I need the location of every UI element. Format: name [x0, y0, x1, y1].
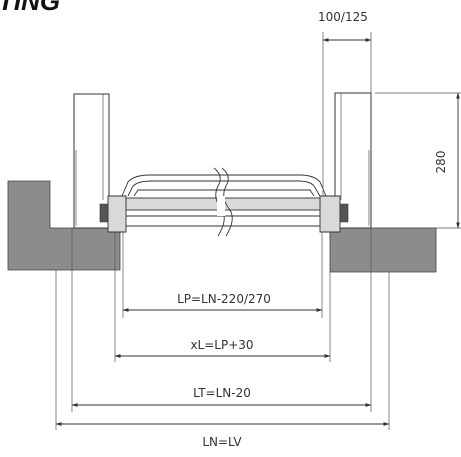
ln-label: LN=LV — [202, 435, 242, 449]
left-frame-profile — [107, 195, 127, 233]
right-frame-profile — [319, 195, 341, 233]
glazing-outer — [121, 174, 327, 197]
lp-label: LP=LN-220/270 — [177, 292, 271, 306]
break-mark — [213, 167, 225, 237]
right-wall — [329, 227, 437, 273]
xl-label: xL=LP+30 — [190, 338, 253, 352]
top-width-label: 100/125 — [318, 10, 368, 24]
height-label: 280 — [434, 151, 448, 174]
drawing-title: TING — [0, 0, 60, 16]
lt-label: LT=LN-20 — [193, 386, 251, 400]
